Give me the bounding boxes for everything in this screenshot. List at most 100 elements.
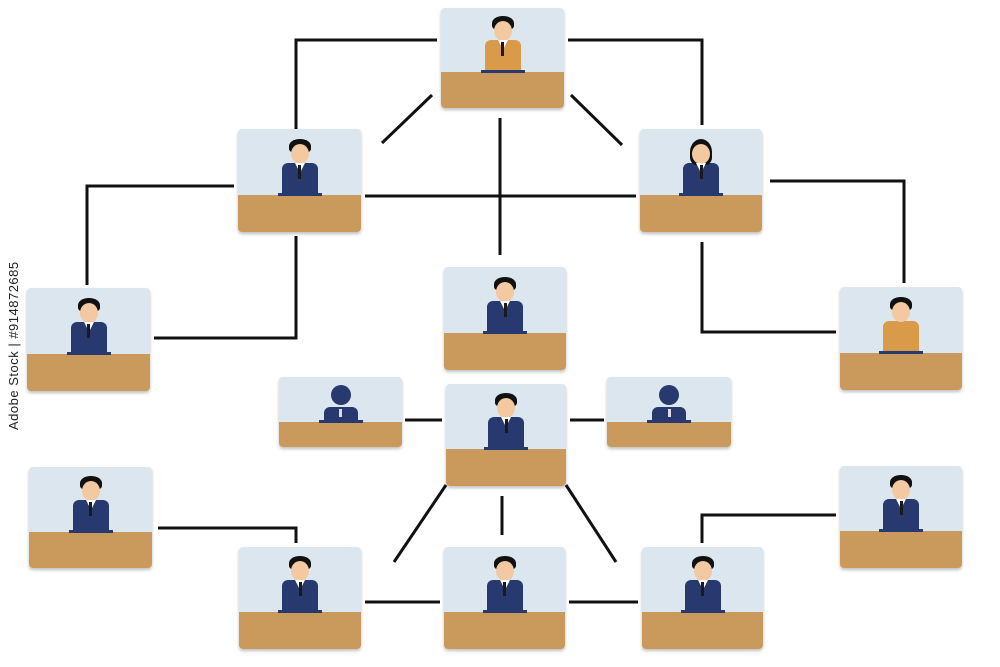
tie-icon (701, 582, 704, 596)
node-card-center (446, 384, 566, 486)
monitor-screen (444, 267, 566, 333)
person-navy-suit-icon (881, 473, 921, 531)
node-card-lower-right (840, 466, 962, 568)
person-navy-suit-icon (486, 391, 526, 449)
head-icon (892, 480, 910, 500)
head-icon (692, 144, 710, 164)
tie-icon (501, 42, 504, 56)
node-card-mid-left (27, 288, 150, 391)
node-card-center-small-left (279, 377, 402, 447)
connector-line (568, 38, 704, 125)
desk-panel (840, 531, 962, 568)
person-navy-suit-icon (71, 474, 111, 532)
desk-edge (482, 610, 527, 613)
stock-watermark-text: Adobe Stock | #914872685 (6, 261, 21, 430)
desk-edge (480, 70, 525, 73)
desk-edge (278, 610, 322, 613)
person-navy-suit-icon (280, 137, 320, 195)
desk-edge (879, 529, 923, 532)
head-icon (290, 144, 309, 164)
desk-panel (441, 72, 564, 108)
head-icon (291, 561, 309, 581)
desk-edge (318, 420, 363, 423)
desk-panel (238, 195, 361, 232)
desk-edge (66, 352, 111, 355)
person-navy-suit-icon (280, 554, 320, 612)
desk-edge (647, 420, 691, 423)
head-icon (659, 385, 679, 406)
head-icon (330, 385, 351, 406)
monitor-screen (640, 129, 762, 195)
connector-line (380, 93, 434, 145)
person-orange-suit-icon (483, 14, 523, 72)
connector-line (569, 93, 624, 147)
desk-edge (68, 530, 113, 533)
person-orange-vest-icon (881, 295, 921, 353)
monitor-screen (279, 377, 402, 422)
desk-edge (483, 331, 527, 334)
person-silhouette-icon (321, 381, 361, 422)
desk-edge (680, 610, 725, 613)
desk-panel (27, 354, 150, 391)
head-icon (79, 303, 98, 323)
desk-panel (239, 612, 361, 649)
desk-edge (277, 193, 322, 196)
tie-icon (339, 409, 342, 418)
desk-panel (840, 353, 962, 390)
monitor-screen (840, 466, 962, 531)
head-icon (493, 21, 512, 41)
desk-panel (640, 195, 762, 232)
monitor-screen (840, 287, 962, 353)
desk-panel (607, 422, 731, 447)
node-card-lower-left (29, 467, 152, 568)
tie-icon (89, 502, 92, 516)
connector-line (158, 526, 298, 543)
person-navy-suit-icon (485, 275, 525, 333)
desk-edge (879, 351, 923, 354)
desk-edge (484, 447, 528, 450)
connector-line (700, 513, 836, 543)
tie-icon (504, 419, 508, 433)
person-woman-navy-icon (681, 137, 721, 195)
suit-icon (883, 321, 919, 353)
node-card-center-small-right (607, 377, 731, 447)
monitor-screen (444, 547, 565, 612)
head-icon (496, 282, 514, 302)
tie-icon (503, 303, 507, 317)
monitor-screen (607, 377, 731, 422)
monitor-screen (239, 547, 361, 612)
tie-icon (87, 324, 90, 338)
node-card-center-upper (444, 267, 566, 370)
connector-line (85, 184, 234, 285)
person-navy-suit-icon (69, 296, 109, 354)
head-icon (892, 302, 910, 322)
desk-panel (29, 532, 152, 568)
tie-icon (503, 582, 506, 596)
tie-icon (899, 501, 903, 515)
node-card-bottom-left (239, 547, 361, 649)
tie-icon (298, 165, 301, 179)
node-card-upper-left (238, 129, 361, 232)
tie-icon (667, 409, 671, 418)
desk-panel (444, 333, 566, 370)
desk-panel (444, 612, 565, 649)
head-icon (81, 481, 100, 501)
head-icon (497, 398, 515, 418)
head-icon (693, 561, 712, 581)
desk-panel (446, 449, 566, 486)
node-card-bottom-center (444, 547, 565, 649)
connector-line (392, 484, 448, 563)
node-card-top (441, 8, 564, 108)
monitor-screen (27, 288, 150, 354)
monitor-screen (642, 547, 763, 612)
connector-line (154, 236, 298, 340)
monitor-screen (446, 384, 566, 449)
connector-line (564, 484, 618, 563)
desk-panel (279, 422, 402, 447)
person-navy-suit-icon (683, 554, 723, 612)
connector-line (294, 38, 437, 129)
tie-icon (298, 582, 302, 596)
monitor-screen (441, 8, 564, 72)
